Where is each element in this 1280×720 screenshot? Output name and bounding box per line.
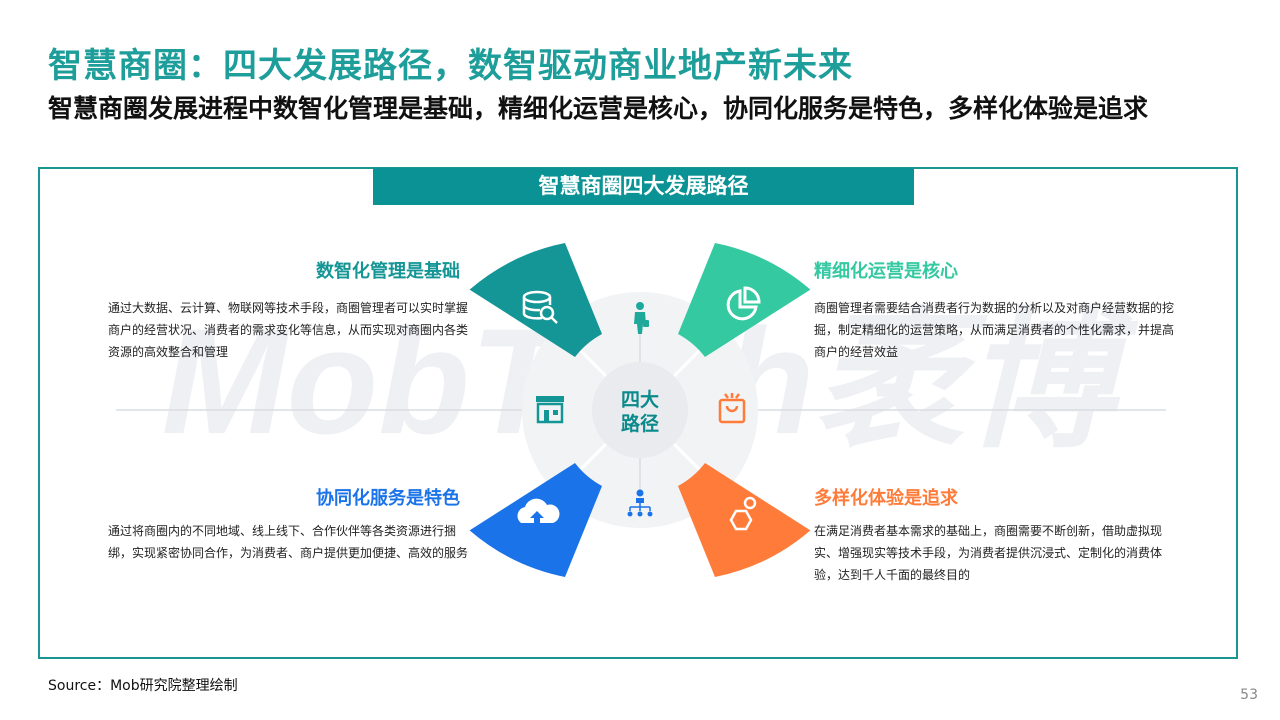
center-disc	[592, 362, 688, 458]
path-text-operation: 商圈管理者需要结合消费者行为数据的分析以及对商户经营数据的挖掘，制定精细化的运营…	[814, 301, 1175, 359]
path-heading-management: 数智化管理是基础	[316, 261, 460, 282]
petal-top-left[interactable]	[469, 243, 602, 357]
paths-diagram: MobTech袤博	[116, 243, 1166, 577]
center-label-line2: 路径	[620, 413, 659, 435]
path-heading-service: 协同化服务是特色	[316, 488, 460, 509]
org-chart-icon	[627, 489, 653, 517]
page-number: 53	[1240, 687, 1258, 703]
petal-bottom-right[interactable]	[678, 463, 811, 577]
path-heading-operation: 精细化运营是核心	[814, 261, 958, 282]
center-label: 四大 路径	[605, 388, 675, 436]
panel-banner: 智慧商圈四大发展路径	[373, 168, 914, 205]
storefront-icon	[536, 396, 564, 424]
cloud-upload-icon	[517, 498, 560, 524]
path-text-management: 通过大数据、云计算、物联网等技术手段，商圈管理者可以实时掌握商户的经营状况、消费…	[108, 301, 469, 359]
hexagon-icon	[729, 496, 757, 531]
source-note: Source：Mob研究院整理绘制	[48, 678, 238, 694]
path-heading-experience: 多样化体验是追求	[814, 488, 958, 509]
page-subtitle: 智慧商圈发展进程中数智化管理是基础，精细化运营是核心，协同化服务是特色，多样化体…	[48, 94, 1149, 123]
page-title: 智慧商圈：四大发展路径，数智驱动商业地产新未来	[48, 46, 853, 86]
shopping-bag-icon	[718, 393, 746, 424]
center-label-line1: 四大	[620, 389, 659, 411]
pie-chart-icon	[726, 286, 761, 321]
person-icon	[634, 302, 649, 334]
database-search-icon	[522, 290, 558, 324]
path-text-experience: 在满足消费者基本需求的基础上，商圈需要不断创新，借助虚拟现实、增强现实等技术手段…	[814, 524, 1163, 582]
path-text-service: 通过将商圈内的不同地域、线上线下、合作伙伴等各类资源进行捆绑，实现紧密协同合作，…	[108, 524, 469, 560]
